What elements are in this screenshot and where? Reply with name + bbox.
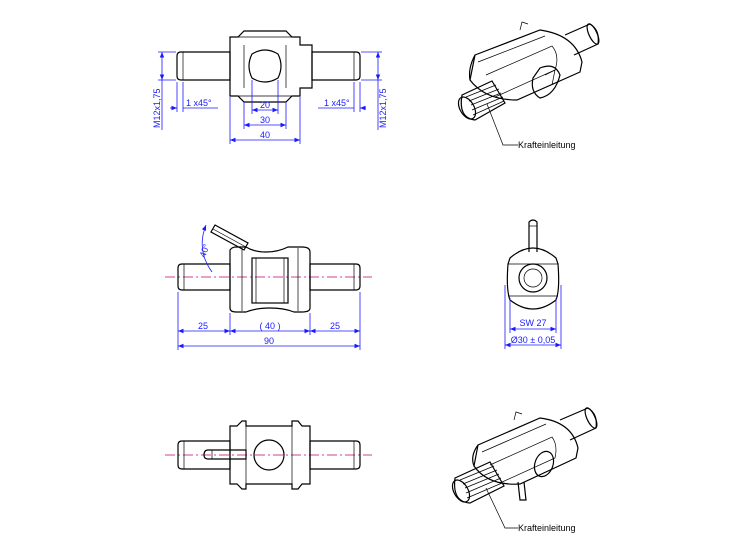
chamfer-right-label: 1 x45°	[324, 98, 350, 108]
thread-right-label: M12x1,75	[378, 88, 388, 128]
len-left-label: 25	[198, 321, 208, 331]
force-label-top: Krafteinleitung	[518, 140, 576, 150]
len-mid-label: ( 40 )	[259, 321, 280, 331]
angle-label: 40°	[197, 242, 211, 259]
wrench-label: SW 27	[519, 318, 546, 328]
isometric-view-bottom: Krafteinleitung	[451, 407, 598, 533]
dimensions-middle: 25 ( 40 ) 25 90	[177, 292, 361, 350]
diameter-label: Ø30 ± 0,05	[511, 335, 555, 345]
len-right-label: 25	[330, 321, 340, 331]
dimensions-top: M12x1,75 M12x1,75 1 x45° 1 x45° 20 30 40	[152, 51, 388, 144]
chamfer-left-label: 1 x45°	[186, 98, 212, 108]
thread-left-label: M12x1,75	[152, 88, 162, 128]
force-label-bottom: Krafteinleitung	[518, 523, 576, 533]
width-outer-label: 40	[260, 130, 270, 140]
front-view-top	[176, 30, 361, 103]
len-total-label: 90	[264, 336, 274, 346]
isometric-view-top: Krafteinleitung	[457, 21, 600, 150]
dimensions-end: SW 27 Ø30 ± 0,05	[504, 285, 562, 349]
width-inner-label: 20	[260, 100, 270, 110]
end-view-middle	[506, 219, 560, 310]
top-view-bottom	[165, 420, 372, 490]
side-view-middle: 40°	[165, 224, 372, 313]
width-mid-label: 30	[260, 115, 270, 125]
